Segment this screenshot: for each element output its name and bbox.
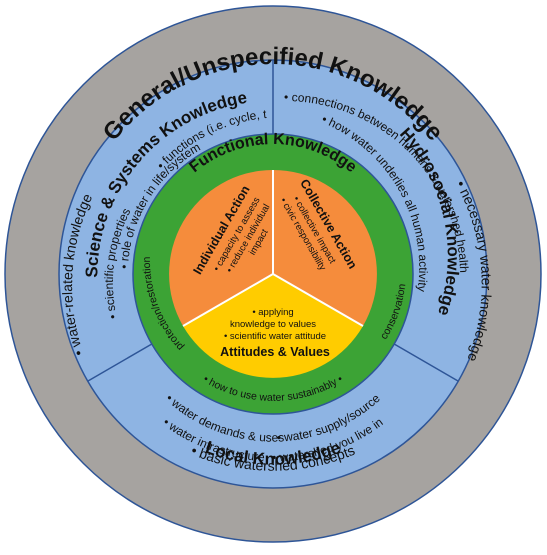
- core-divider-left: [182, 273, 274, 327]
- core-segment-attitudes: [183, 274, 363, 378]
- attitudes-bullet-knowledge: knowledge to values: [230, 319, 316, 330]
- core-segment-collective: [273, 170, 377, 326]
- attitudes-bullet-applying: • applying: [252, 307, 293, 318]
- divider-left: [87, 340, 158, 382]
- core-divider-right: [272, 273, 364, 327]
- core-segment-individual: [169, 170, 273, 326]
- attitudes-bullet-scientific: • scientific water attitude: [224, 331, 326, 342]
- divider-right: [388, 340, 459, 382]
- attitudes-title: Attitudes & Values: [220, 345, 330, 359]
